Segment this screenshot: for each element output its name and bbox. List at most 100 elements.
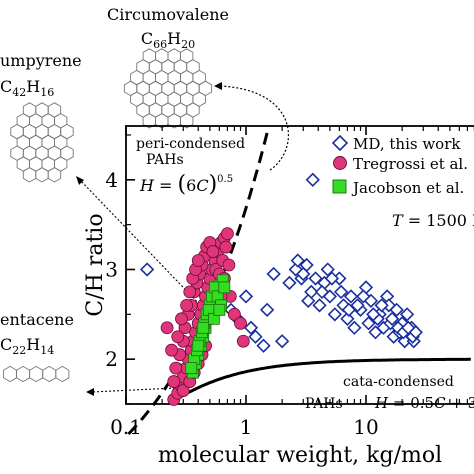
legend-label-jacobson: Jacobson et al. (351, 179, 464, 197)
tregrossi-point (222, 258, 236, 272)
x-tick-label: 1 (240, 415, 253, 439)
tregrossi-point (169, 361, 183, 375)
tregrossi-point (191, 254, 205, 267)
md-point (327, 307, 342, 322)
md-point (356, 289, 371, 304)
md-point (256, 338, 271, 353)
tregrossi-point (165, 343, 179, 357)
md-point (366, 307, 381, 322)
molecule-formula-entacene: C22H14 (0, 335, 54, 357)
legend-label-md: MD, this work (353, 135, 461, 153)
md-point (296, 266, 311, 282)
md-point (408, 325, 423, 340)
md-point (282, 275, 297, 291)
ring (35, 167, 49, 183)
x-tick-label: 10 (353, 415, 378, 439)
peri-formula: H = (6C)0.5 (139, 172, 233, 197)
md-point (312, 298, 327, 313)
md-point (308, 271, 323, 286)
circumpyrene-structure-icon (10, 102, 74, 183)
md-point (374, 298, 389, 313)
tregrossi-point (171, 330, 185, 344)
md-point (314, 284, 330, 300)
md-point (248, 329, 263, 344)
tregrossi-point (219, 240, 233, 254)
molecule-name-umpyrene: umpyrene (0, 51, 82, 70)
tregrossi-point (236, 334, 250, 348)
md-point (399, 307, 415, 322)
tregrossi-point (234, 316, 247, 330)
y-tick-label: 3 (105, 257, 118, 281)
pentacene-structure-icon (3, 365, 70, 383)
md-point (320, 262, 335, 277)
md-point (379, 289, 395, 304)
md-point (350, 298, 365, 313)
molecule-formula-umpyrene: C42H16 (0, 77, 54, 99)
formula-c-sub: 66 (153, 38, 167, 51)
legend-label-tregrossi: Tregrossi et al. (353, 155, 468, 173)
jacobson-point (197, 321, 210, 334)
md-point (243, 320, 259, 335)
md-point (332, 271, 347, 286)
md-point (361, 316, 376, 331)
cata-formula: H = 0.5C + 3 (374, 394, 474, 412)
tregrossi-point (221, 227, 234, 241)
md-point (384, 311, 400, 326)
ring (55, 365, 70, 383)
axes: 0.11101234 (105, 126, 474, 439)
md-point (340, 311, 355, 326)
arrow-circumovalene (219, 85, 289, 171)
md-point (238, 289, 254, 304)
data-points (139, 172, 423, 406)
jacobson-point (218, 281, 231, 294)
molecule-name-entacene: entacene (0, 310, 74, 329)
md-point (274, 334, 290, 349)
ring (3, 365, 17, 383)
legend-marker-md (331, 134, 349, 152)
tregrossi-point (160, 321, 174, 335)
md-point (347, 320, 362, 335)
plot-area (125, 125, 474, 405)
md-point (333, 284, 349, 300)
arrowhead-circumpyrene (76, 176, 84, 185)
ring (42, 365, 57, 383)
md-point (301, 293, 316, 309)
temperature-label: T = 1500 K (392, 211, 474, 230)
jacobson-point (213, 303, 226, 316)
jacobson-point (185, 362, 198, 375)
md-point (341, 302, 357, 317)
tregrossi-point (167, 375, 181, 388)
arrowhead-circumovalene (214, 82, 222, 90)
md-point (290, 253, 305, 268)
y-tick-label: 2 (105, 347, 118, 371)
peri-label-line1: peri-condensed (136, 136, 245, 152)
tregrossi-point (206, 245, 220, 258)
md-point (305, 172, 320, 187)
md-point (139, 262, 155, 277)
tregrossi-point (227, 307, 241, 321)
ring (29, 365, 44, 383)
md-point (266, 266, 281, 282)
md-point (324, 271, 340, 286)
ring (180, 113, 194, 129)
peri-label-line2: PAHs (146, 152, 184, 168)
molecule-name-circumovalene: Circumovalene (107, 5, 229, 24)
md-point (259, 302, 275, 317)
legend: MD, this work Tregrossi et al. Jacobson … (331, 134, 468, 197)
formula-h-sub: 20 (181, 38, 195, 51)
md-point (381, 298, 396, 313)
jacobson-point (192, 339, 205, 352)
tregrossi-point (180, 298, 194, 312)
ring (47, 167, 62, 183)
cata-condensed-curve (170, 357, 471, 404)
circumovalene-structure-icon (123, 48, 213, 129)
tregrossi-point (176, 384, 190, 397)
tregrossi-point (183, 285, 197, 299)
arrowhead-pentacene (86, 388, 94, 396)
x-axis-label: molecular weight, kg/mol (158, 443, 442, 468)
ring (22, 167, 37, 183)
legend-marker-jacobson (332, 179, 347, 194)
ring (16, 365, 31, 383)
cata-label-line2: PAHs (305, 396, 343, 412)
